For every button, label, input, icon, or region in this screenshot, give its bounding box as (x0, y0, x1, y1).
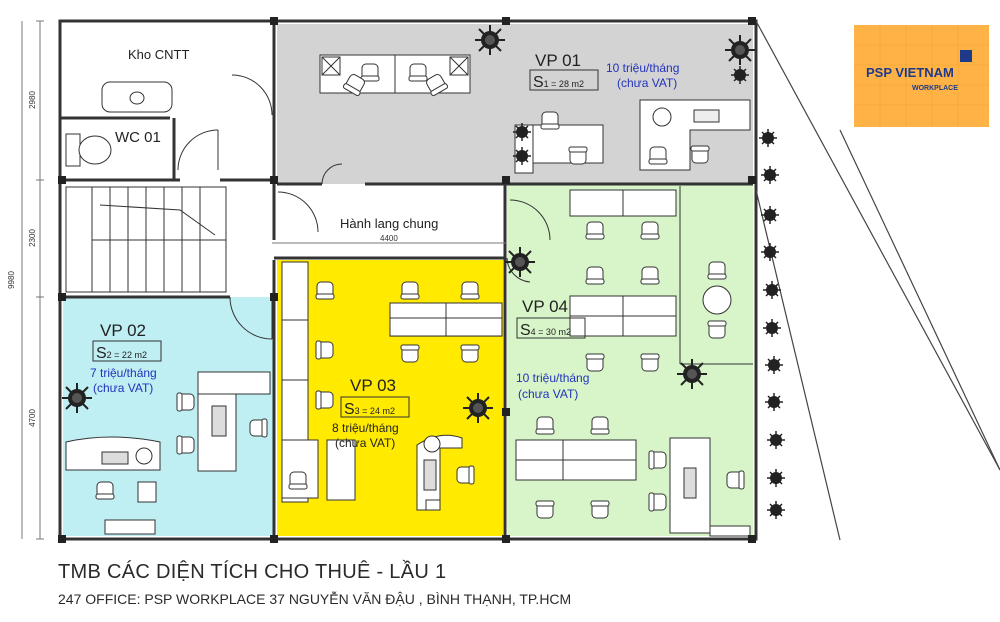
sink-icon (101, 81, 173, 113)
vp01-name: VP 01 (535, 51, 581, 70)
vp04-name: VP 04 (522, 297, 568, 316)
vp03-price: 8 triệu/tháng (332, 421, 399, 435)
vp02-price: 7 triệu/tháng (90, 366, 157, 380)
room-wc-label: WC 01 (115, 129, 161, 146)
vp04-area (507, 184, 753, 536)
dim-total: 9980 (7, 271, 16, 289)
corridor-label: Hành lang chung (340, 216, 438, 231)
corridor-dim: 4400 (380, 234, 398, 243)
logo-line2: WORKPLACE (912, 85, 958, 92)
vp03-area-label: S3 = 24 m2 (344, 401, 395, 418)
vp04-area-label: S4 = 30 m2 (520, 322, 571, 339)
vp04-vat: (chưa VAT) (518, 387, 578, 401)
dim-d1: 2980 (28, 91, 37, 109)
vp01-area-label: S1 = 28 m2 (533, 74, 584, 91)
dim-d3: 4700 (28, 409, 37, 427)
vp03-vat: (chưa VAT) (335, 436, 395, 450)
vp01-price: 10 triệu/tháng (606, 61, 679, 75)
stair-icon (65, 186, 227, 293)
desk-icon (65, 371, 271, 535)
logo-line1: PSP VIETNAM (866, 65, 954, 80)
vp02-area-label: S2 = 22 m2 (96, 345, 147, 362)
vp02-area (63, 297, 273, 536)
vp01-vat: (chưa VAT) (617, 76, 677, 90)
plan-subtitle: 247 OFFICE: PSP WORKPLACE 37 NGUYỄN VĂN … (58, 591, 572, 607)
vp04-price: 10 triệu/tháng (516, 371, 589, 385)
vp02-vat: (chưa VAT) (93, 381, 153, 395)
vp03-name: VP 03 (350, 376, 396, 395)
psp-logo: PSP VIETNAM WORKPLACE (854, 25, 989, 127)
vp02-name: VP 02 (100, 321, 146, 340)
dim-d2: 2300 (28, 229, 37, 247)
desk-icon (515, 186, 753, 537)
plan-title: TMB CÁC DIỆN TÍCH CHO THUÊ - LẦU 1 (58, 561, 447, 583)
toilet-icon (65, 133, 112, 167)
room-kho-label: Kho CNTT (128, 47, 189, 62)
